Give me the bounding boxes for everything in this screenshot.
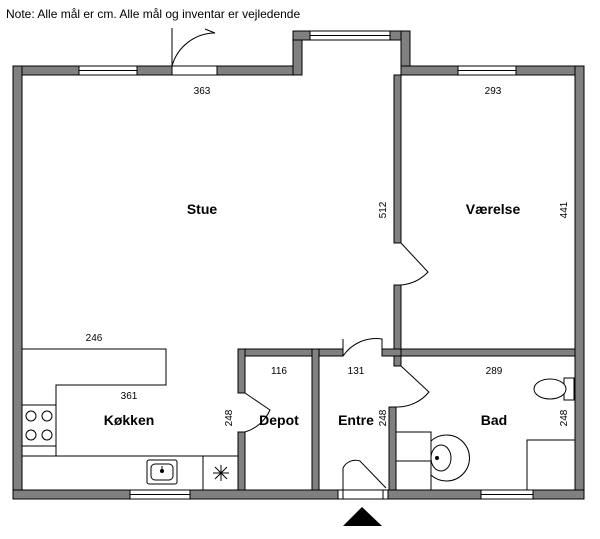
- bath-fixtures: [395, 377, 576, 491]
- room-label-entre: Entre: [338, 412, 374, 428]
- stove-icon: [21, 404, 57, 447]
- sink-bath-icon: [430, 434, 470, 482]
- wall-entre-bad-upper: [393, 355, 402, 367]
- toilet-icon: [533, 377, 575, 401]
- dim-stue-width: 363: [194, 86, 211, 97]
- window-vaerelse-top: [457, 65, 517, 76]
- dim-bad-height: 248: [559, 409, 570, 426]
- room-label-vaerelse: Værelse: [466, 201, 521, 217]
- dim-entre-height: 248: [378, 409, 389, 426]
- dim-bad-width: 289: [486, 366, 503, 377]
- room-label-stue: Stue: [187, 201, 218, 217]
- wall-right: [574, 65, 585, 500]
- window-bump-top: [309, 30, 391, 41]
- dim-depot-width: 116: [271, 366, 287, 377]
- dim-kokken-height: 248: [224, 409, 235, 426]
- wall-stue-vaerelse-upper: [393, 74, 402, 244]
- door-balcony-swing: [171, 28, 216, 67]
- wall-entre-top-right: [381, 348, 402, 357]
- wall-vaerelse-bad: [400, 348, 576, 357]
- doors: [171, 28, 430, 500]
- door-vaerelse-swing: [400, 242, 429, 286]
- dim-counter-width: 246: [86, 333, 103, 344]
- dim-entre-width: 131: [348, 366, 365, 377]
- room-label-bad: Bad: [481, 412, 507, 428]
- dim-vaerelse-height: 441: [559, 201, 570, 218]
- shower-area: [526, 439, 576, 491]
- wall-entre-top-left: [237, 348, 344, 357]
- window-stue-top: [78, 65, 138, 76]
- entrance-arrow-icon: [343, 507, 382, 526]
- room-label-depot: Depot: [259, 412, 299, 428]
- wall-left: [12, 65, 23, 500]
- door-depot-swing: [244, 392, 271, 433]
- door-entrance-opening: [337, 489, 389, 500]
- wall-depot-left-upper: [237, 348, 246, 394]
- kitchen-fixtures: [21, 348, 239, 491]
- dim-vaerelse-width: 293: [485, 86, 502, 97]
- walls: [12, 30, 585, 500]
- door-bad-swing: [395, 365, 430, 408]
- kitchen-lower-counter: [21, 455, 239, 491]
- floorplan-note: Note: Alle mål er cm. Alle mål og invent…: [6, 7, 301, 21]
- door-balcony-opening: [171, 65, 218, 76]
- window-kokken-bottom: [129, 489, 191, 500]
- wall-depot-entre: [311, 348, 320, 491]
- wall-stue-vaerelse-lower: [393, 284, 402, 350]
- sink-icon: [146, 459, 178, 485]
- wall-top-left: [12, 65, 303, 76]
- dim-kokken-width: 361: [121, 391, 138, 402]
- wall-depot-left-lower: [237, 431, 246, 491]
- wall-entre-bad-lower: [388, 406, 397, 491]
- wall-bottom: [12, 489, 585, 500]
- fridge-icon: [202, 455, 239, 491]
- room-label-kokken: Køkken: [104, 412, 155, 428]
- windows: [78, 30, 534, 500]
- dim-stue-height: 512: [378, 201, 389, 218]
- door-entrance-swing: [342, 459, 387, 490]
- window-bad-bottom: [480, 489, 534, 500]
- door-entre-stue-swing: [342, 338, 383, 357]
